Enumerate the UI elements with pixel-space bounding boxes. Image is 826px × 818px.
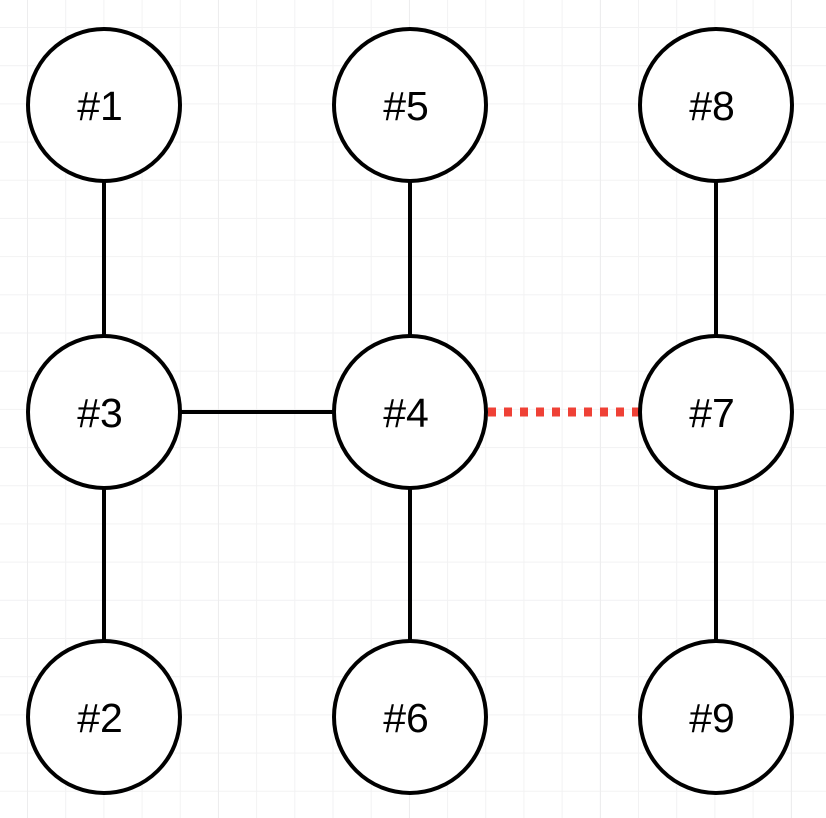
node-circle-n5[interactable] — [332, 27, 488, 183]
node-label-n1: #1 — [77, 83, 123, 129]
edges-layer — [102, 181, 718, 641]
node-label-n8: #8 — [689, 83, 735, 129]
node-circle-n3[interactable] — [26, 334, 182, 490]
node-circle-n4[interactable] — [332, 334, 488, 490]
nodes-layer: #1 #2 #3 #4 #5 #6 #7 #8 #9 — [26, 27, 794, 795]
node-label-n6: #6 — [383, 695, 429, 741]
node-n7[interactable]: #7 — [638, 334, 794, 490]
node-circle-n7[interactable] — [638, 334, 794, 490]
node-circle-n1[interactable] — [26, 27, 182, 183]
node-n8[interactable]: #8 — [638, 27, 794, 183]
node-label-n7: #7 — [689, 390, 735, 436]
node-n4[interactable]: #4 — [332, 334, 488, 490]
node-circle-n9[interactable] — [638, 639, 794, 795]
node-label-n4: #4 — [383, 390, 429, 436]
node-circle-n8[interactable] — [638, 27, 794, 183]
node-n5[interactable]: #5 — [332, 27, 488, 183]
node-n3[interactable]: #3 — [26, 334, 182, 490]
node-n9[interactable]: #9 — [638, 639, 794, 795]
node-circle-n6[interactable] — [332, 639, 488, 795]
node-label-n2: #2 — [77, 695, 123, 741]
node-n1[interactable]: #1 — [26, 27, 182, 183]
node-label-n5: #5 — [383, 83, 429, 129]
node-label-n9: #9 — [689, 695, 735, 741]
node-n2[interactable]: #2 — [26, 639, 182, 795]
node-n6[interactable]: #6 — [332, 639, 488, 795]
node-circle-n2[interactable] — [26, 639, 182, 795]
node-label-n3: #3 — [77, 390, 123, 436]
